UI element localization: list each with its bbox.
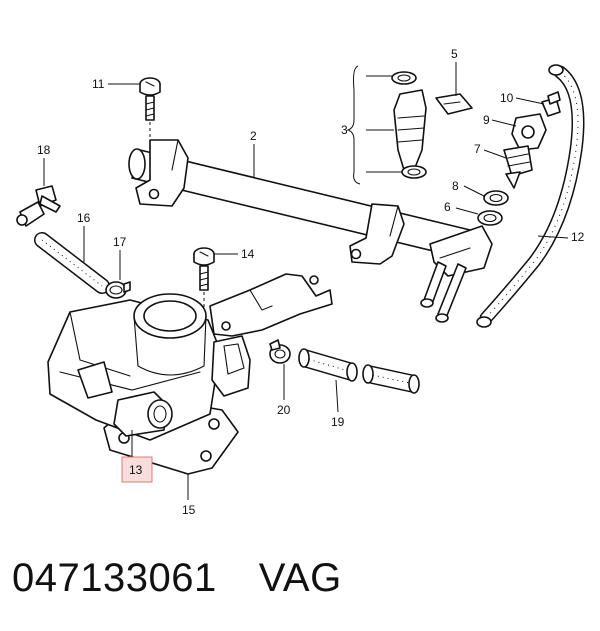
- clip: [435, 62, 473, 115]
- hose-19: [298, 348, 420, 413]
- injector-assembly: [346, 65, 427, 185]
- callout-16: 16: [77, 211, 91, 225]
- seal-rings: [455, 185, 509, 226]
- part-number: 047133061: [12, 555, 217, 600]
- callout-6: 6: [444, 200, 451, 214]
- hose-clamp-20: [269, 339, 291, 400]
- hose-clamp-17: [105, 250, 131, 299]
- pressure-regulator: [483, 91, 561, 189]
- brand-name: VAG: [258, 555, 342, 600]
- callout-18: 18: [37, 143, 51, 157]
- callout-15: 15: [182, 503, 196, 517]
- callout-20: 20: [277, 403, 291, 417]
- fuel-hose: [476, 64, 585, 328]
- callout-5: 5: [451, 47, 458, 61]
- callout-2: 2: [250, 129, 257, 143]
- callout-3: 3: [341, 123, 348, 137]
- throttle-body: [47, 273, 333, 500]
- screw-14: [193, 247, 238, 318]
- callout-13: 13: [129, 463, 143, 477]
- hose-16: [34, 226, 110, 294]
- callout-14: 14: [241, 247, 255, 261]
- callout-7: 7: [474, 142, 481, 156]
- callout-17: 17: [113, 235, 127, 249]
- vacuum-connector: [16, 158, 61, 227]
- parts-diagram: 2 3 5 6 7 8 9 10 11 12 13 14 15 16 17 18…: [16, 47, 585, 517]
- fuel-rail: [128, 139, 493, 323]
- callout-11: 11: [92, 77, 105, 91]
- highlight-box-13: [121, 456, 153, 483]
- callout-9: 9: [483, 113, 490, 127]
- part-caption: 047133061 VAG: [12, 552, 342, 604]
- callout-8: 8: [452, 179, 459, 193]
- callout-19: 19: [331, 415, 345, 429]
- callout-12: 12: [571, 230, 585, 244]
- screw-11: [108, 77, 161, 150]
- callout-10: 10: [500, 91, 514, 105]
